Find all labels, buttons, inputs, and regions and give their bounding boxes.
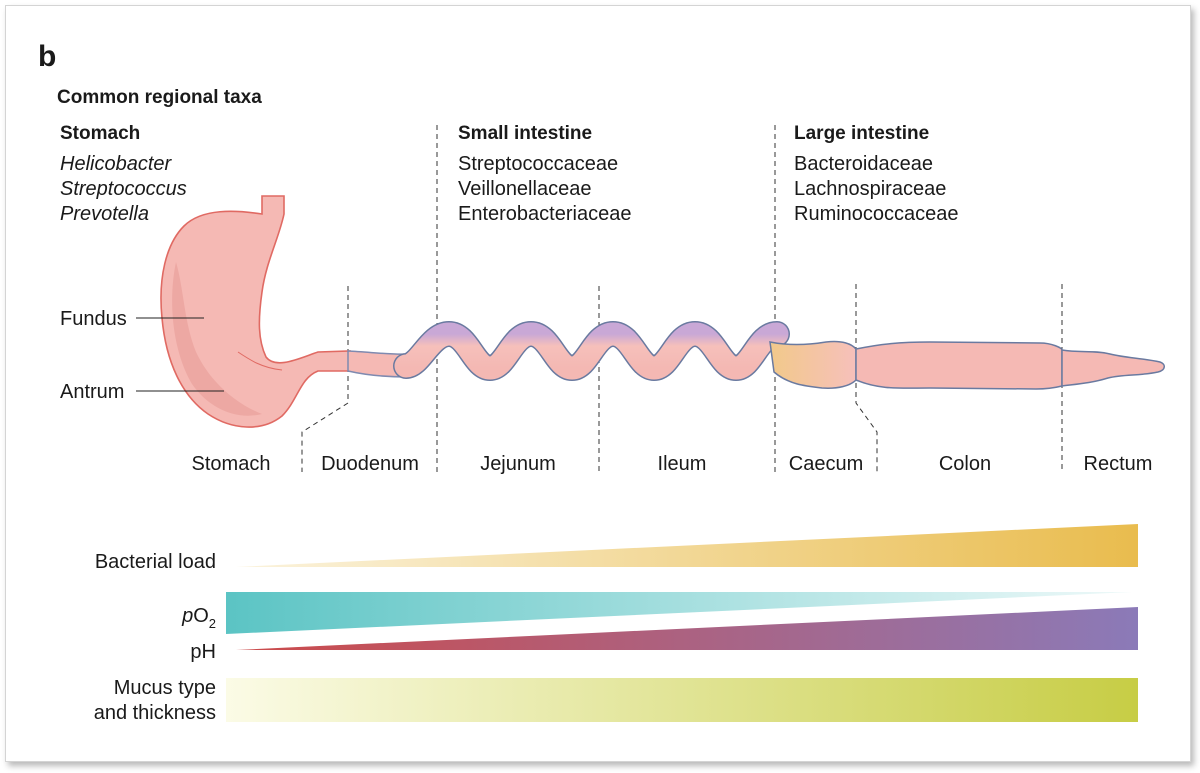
stomach-body [160, 195, 351, 428]
gradient-bacterial-load: Bacterial load [95, 524, 1138, 573]
rectum [1061, 349, 1165, 387]
region-stomach: Stomach Helicobacter Streptococcus Prevo… [60, 123, 187, 225]
segment-labels: Stomach Duodenum Jejunum Ileum Caecum Co… [192, 453, 1153, 475]
taxon: Veillonellaceae [458, 178, 591, 200]
panel-letter: b [38, 40, 56, 73]
region-title: Large intestine [794, 123, 929, 144]
region-dividers [436, 125, 776, 472]
fundus-label: Fundus [60, 308, 127, 330]
gradient-mucus: Mucus type and thickness [94, 677, 1138, 724]
taxon: Prevotella [60, 203, 149, 225]
colon [855, 341, 1063, 390]
taxon: Lachnospiraceae [794, 178, 946, 200]
region-small-intestine: Small intestine Streptococcaceae Veillon… [458, 123, 631, 225]
taxon: Helicobacter [60, 153, 173, 175]
po2-wedge [226, 592, 1132, 634]
po2-label-sub: 2 [209, 616, 216, 631]
po2-label: pO2 [181, 605, 216, 631]
taxon: Ruminococcaceae [794, 203, 959, 225]
stomach-shading [172, 262, 262, 416]
taxon: Bacteroidaceae [794, 153, 933, 175]
segment-label-caecum: Caecum [789, 453, 863, 475]
ph-label: pH [190, 641, 216, 663]
segment-label-stomach: Stomach [192, 453, 271, 475]
taxa-title: Common regional taxa [57, 87, 262, 108]
segment-label-rectum: Rectum [1084, 453, 1153, 475]
mucus-label-line1: Mucus type [114, 677, 216, 699]
gradient-po2: pO2 [181, 592, 1132, 634]
po2-label-main: O [193, 605, 209, 627]
bacterial-load-label: Bacterial load [95, 551, 216, 573]
taxon: Streptococcaceae [458, 153, 618, 175]
large-intestine [769, 340, 1165, 390]
taxon: Enterobacteriaceae [458, 203, 631, 225]
caecum [769, 340, 857, 389]
region-title: Stomach [60, 123, 140, 144]
small-intestine [393, 320, 790, 382]
region-large-intestine: Large intestine Bacteroidaceae Lachnospi… [794, 123, 959, 225]
divider-stomach-duodenum [301, 286, 349, 472]
stomach-organ [160, 195, 351, 428]
segment-label-ileum: Ileum [658, 453, 707, 475]
taxon: Streptococcus [60, 178, 187, 200]
stomach-fold [237, 351, 283, 371]
stomach-part-labels: Fundus Antrum [60, 308, 224, 403]
bacterial-load-wedge [236, 524, 1138, 567]
divider-caecum-colon [855, 284, 878, 472]
antrum-label: Antrum [60, 381, 124, 403]
ph-wedge [236, 607, 1138, 650]
segment-label-jejunum: Jejunum [480, 453, 556, 475]
mucus-label-line2: and thickness [94, 702, 216, 724]
segment-label-colon: Colon [939, 453, 991, 475]
mucus-bar [226, 678, 1138, 722]
segment-label-duodenum: Duodenum [321, 453, 419, 475]
gradient-ph: pH [190, 607, 1138, 663]
region-title: Small intestine [458, 123, 592, 144]
po2-label-prefix: p [181, 605, 193, 627]
